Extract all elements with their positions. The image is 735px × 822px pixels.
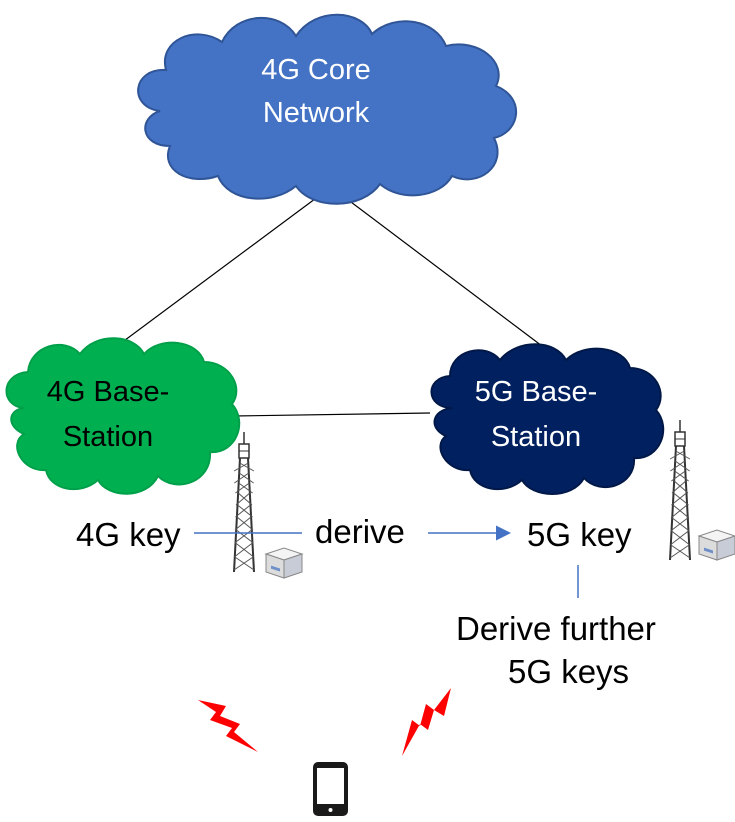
bs5g-cloud: 5G Base- Station (430, 343, 665, 495)
core-network-cloud-shape (137, 13, 517, 205)
key-5g-label: 5G key (527, 516, 632, 553)
bs5g-label-line2: Station (491, 421, 581, 453)
core-network-label-line2: Network (263, 97, 370, 129)
bs5g-label-line1: 5G Base- (475, 376, 598, 408)
bs4g-cloud-shape (5, 337, 241, 495)
derive-further-label-line2: 5G keys (508, 653, 629, 690)
bs4g-label-line1: 4G Base- (47, 376, 170, 408)
phone-icon (313, 762, 348, 816)
bs5g-cloud-shape (430, 343, 665, 495)
link-4g-to-5g (232, 412, 431, 417)
radio-unit-5g-icon (698, 529, 735, 561)
bs4g-label-line2: Station (63, 421, 153, 453)
link-core-to-4g (116, 186, 332, 347)
tower-5g-icon (669, 419, 691, 561)
core-network-cloud: 4G Core Network (137, 13, 517, 205)
derive-label: derive (315, 513, 405, 550)
bs4g-cloud: 4G Base- Station (5, 337, 241, 495)
key-4g-label: 4G key (76, 516, 181, 553)
tower-4g-icon (233, 431, 255, 573)
lightning-left-icon (198, 700, 258, 752)
derive-further-label-line1: Derive further (456, 610, 656, 647)
core-network-label-line1: 4G Core (261, 54, 371, 86)
lightning-right-icon (402, 688, 451, 756)
radio-unit-4g-icon (265, 547, 303, 579)
link-core-to-5g (330, 186, 547, 350)
